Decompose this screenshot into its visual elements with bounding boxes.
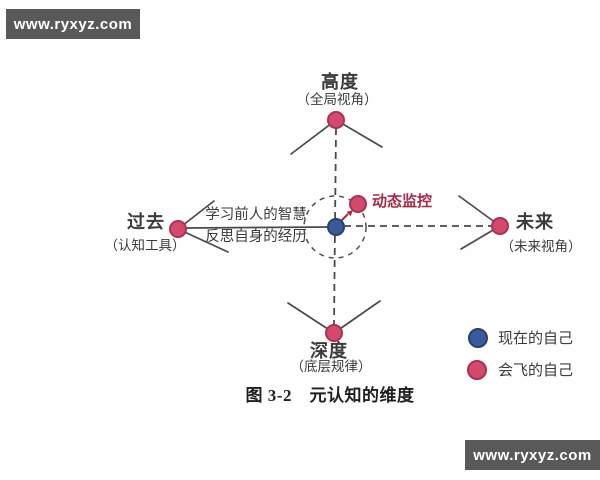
bottom-node-dot [325,324,343,342]
bottom-node-right-wing [333,300,381,334]
edge-note-reflect-experience: 反思自身的经历 [205,229,307,245]
watermark-top-left: www.ryxyz.com [6,9,140,39]
top-node-left-wing [290,119,337,155]
bottom-node-left-wing [287,302,335,334]
right-node-subtitle: （未来视角） [500,239,582,254]
monitor-label: 动态监控 [372,193,433,210]
left-node-subtitle: （认知工具） [104,238,186,253]
center-dashed-circle [303,195,367,259]
legend-label-flying-self: 会飞的自己 [498,362,574,379]
center-self-dot [327,218,345,236]
figure-caption: 图 3-2 元认知的维度 [245,386,415,405]
bottom-node-title: 深度 [310,341,348,361]
left-node-title: 过去 [127,212,165,232]
top-node-subtitle: （全局视角） [296,92,378,107]
monitor-dot [349,195,367,213]
right-node-dot [491,217,509,235]
top-node-dot [327,111,345,129]
edge-note-learn-wisdom: 学习前人的智慧 [205,207,307,223]
legend-pink-dot [467,360,487,380]
left-node-down-wing [177,228,229,253]
horizontal-solid-axis-left [185,226,331,229]
monitor-arrow-head [346,210,353,217]
legend-blue-dot [468,328,488,348]
watermark-bottom-right: www.ryxyz.com [465,440,600,470]
left-node-dot [169,220,187,238]
bottom-node-subtitle: （底层规律） [290,359,372,374]
top-node-title: 高度 [321,72,359,92]
right-node-title: 未来 [516,212,554,232]
monitor-arrow-line [340,213,349,222]
legend-label-current-self: 现在的自己 [498,330,574,347]
